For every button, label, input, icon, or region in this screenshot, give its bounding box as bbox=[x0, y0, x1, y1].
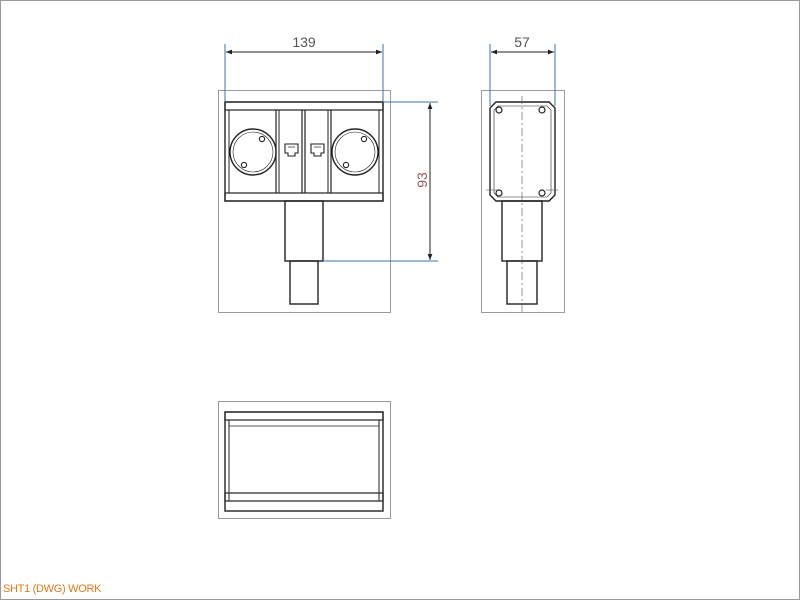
side-view[interactable]: 57 bbox=[481, 34, 565, 313]
top-view[interactable] bbox=[218, 401, 391, 519]
power-socket-left-icon bbox=[229, 128, 277, 176]
front-view[interactable]: 139 93 bbox=[218, 34, 439, 313]
top-lower-rail bbox=[224, 492, 384, 502]
front-bottom-rail bbox=[224, 192, 384, 202]
screw-icon bbox=[538, 106, 546, 114]
top-upper-rail bbox=[224, 411, 384, 421]
top-body-outline bbox=[224, 411, 384, 512]
front-stem-upper bbox=[284, 200, 324, 262]
screw-icon bbox=[495, 189, 503, 197]
data-port-right-icon bbox=[310, 143, 325, 157]
front-stem-lower bbox=[289, 260, 319, 305]
screw-icon bbox=[538, 189, 546, 197]
screw-icon bbox=[495, 106, 503, 114]
side-body-outline bbox=[489, 101, 556, 202]
side-body-inner bbox=[493, 105, 552, 198]
front-body-outline bbox=[224, 101, 384, 202]
front-width-dimension: 139 bbox=[292, 34, 316, 50]
top-view-frame bbox=[218, 401, 391, 519]
front-view-frame bbox=[218, 90, 391, 313]
front-top-rail bbox=[224, 101, 384, 111]
sheet-tab-label[interactable]: SHT1 (DWG) WORK bbox=[3, 583, 102, 595]
power-socket-right-icon bbox=[331, 128, 379, 176]
front-height-dimension: 93 bbox=[414, 172, 430, 188]
data-port-left-icon bbox=[284, 143, 299, 157]
side-view-frame bbox=[481, 90, 565, 313]
side-width-dimension: 57 bbox=[514, 34, 530, 50]
